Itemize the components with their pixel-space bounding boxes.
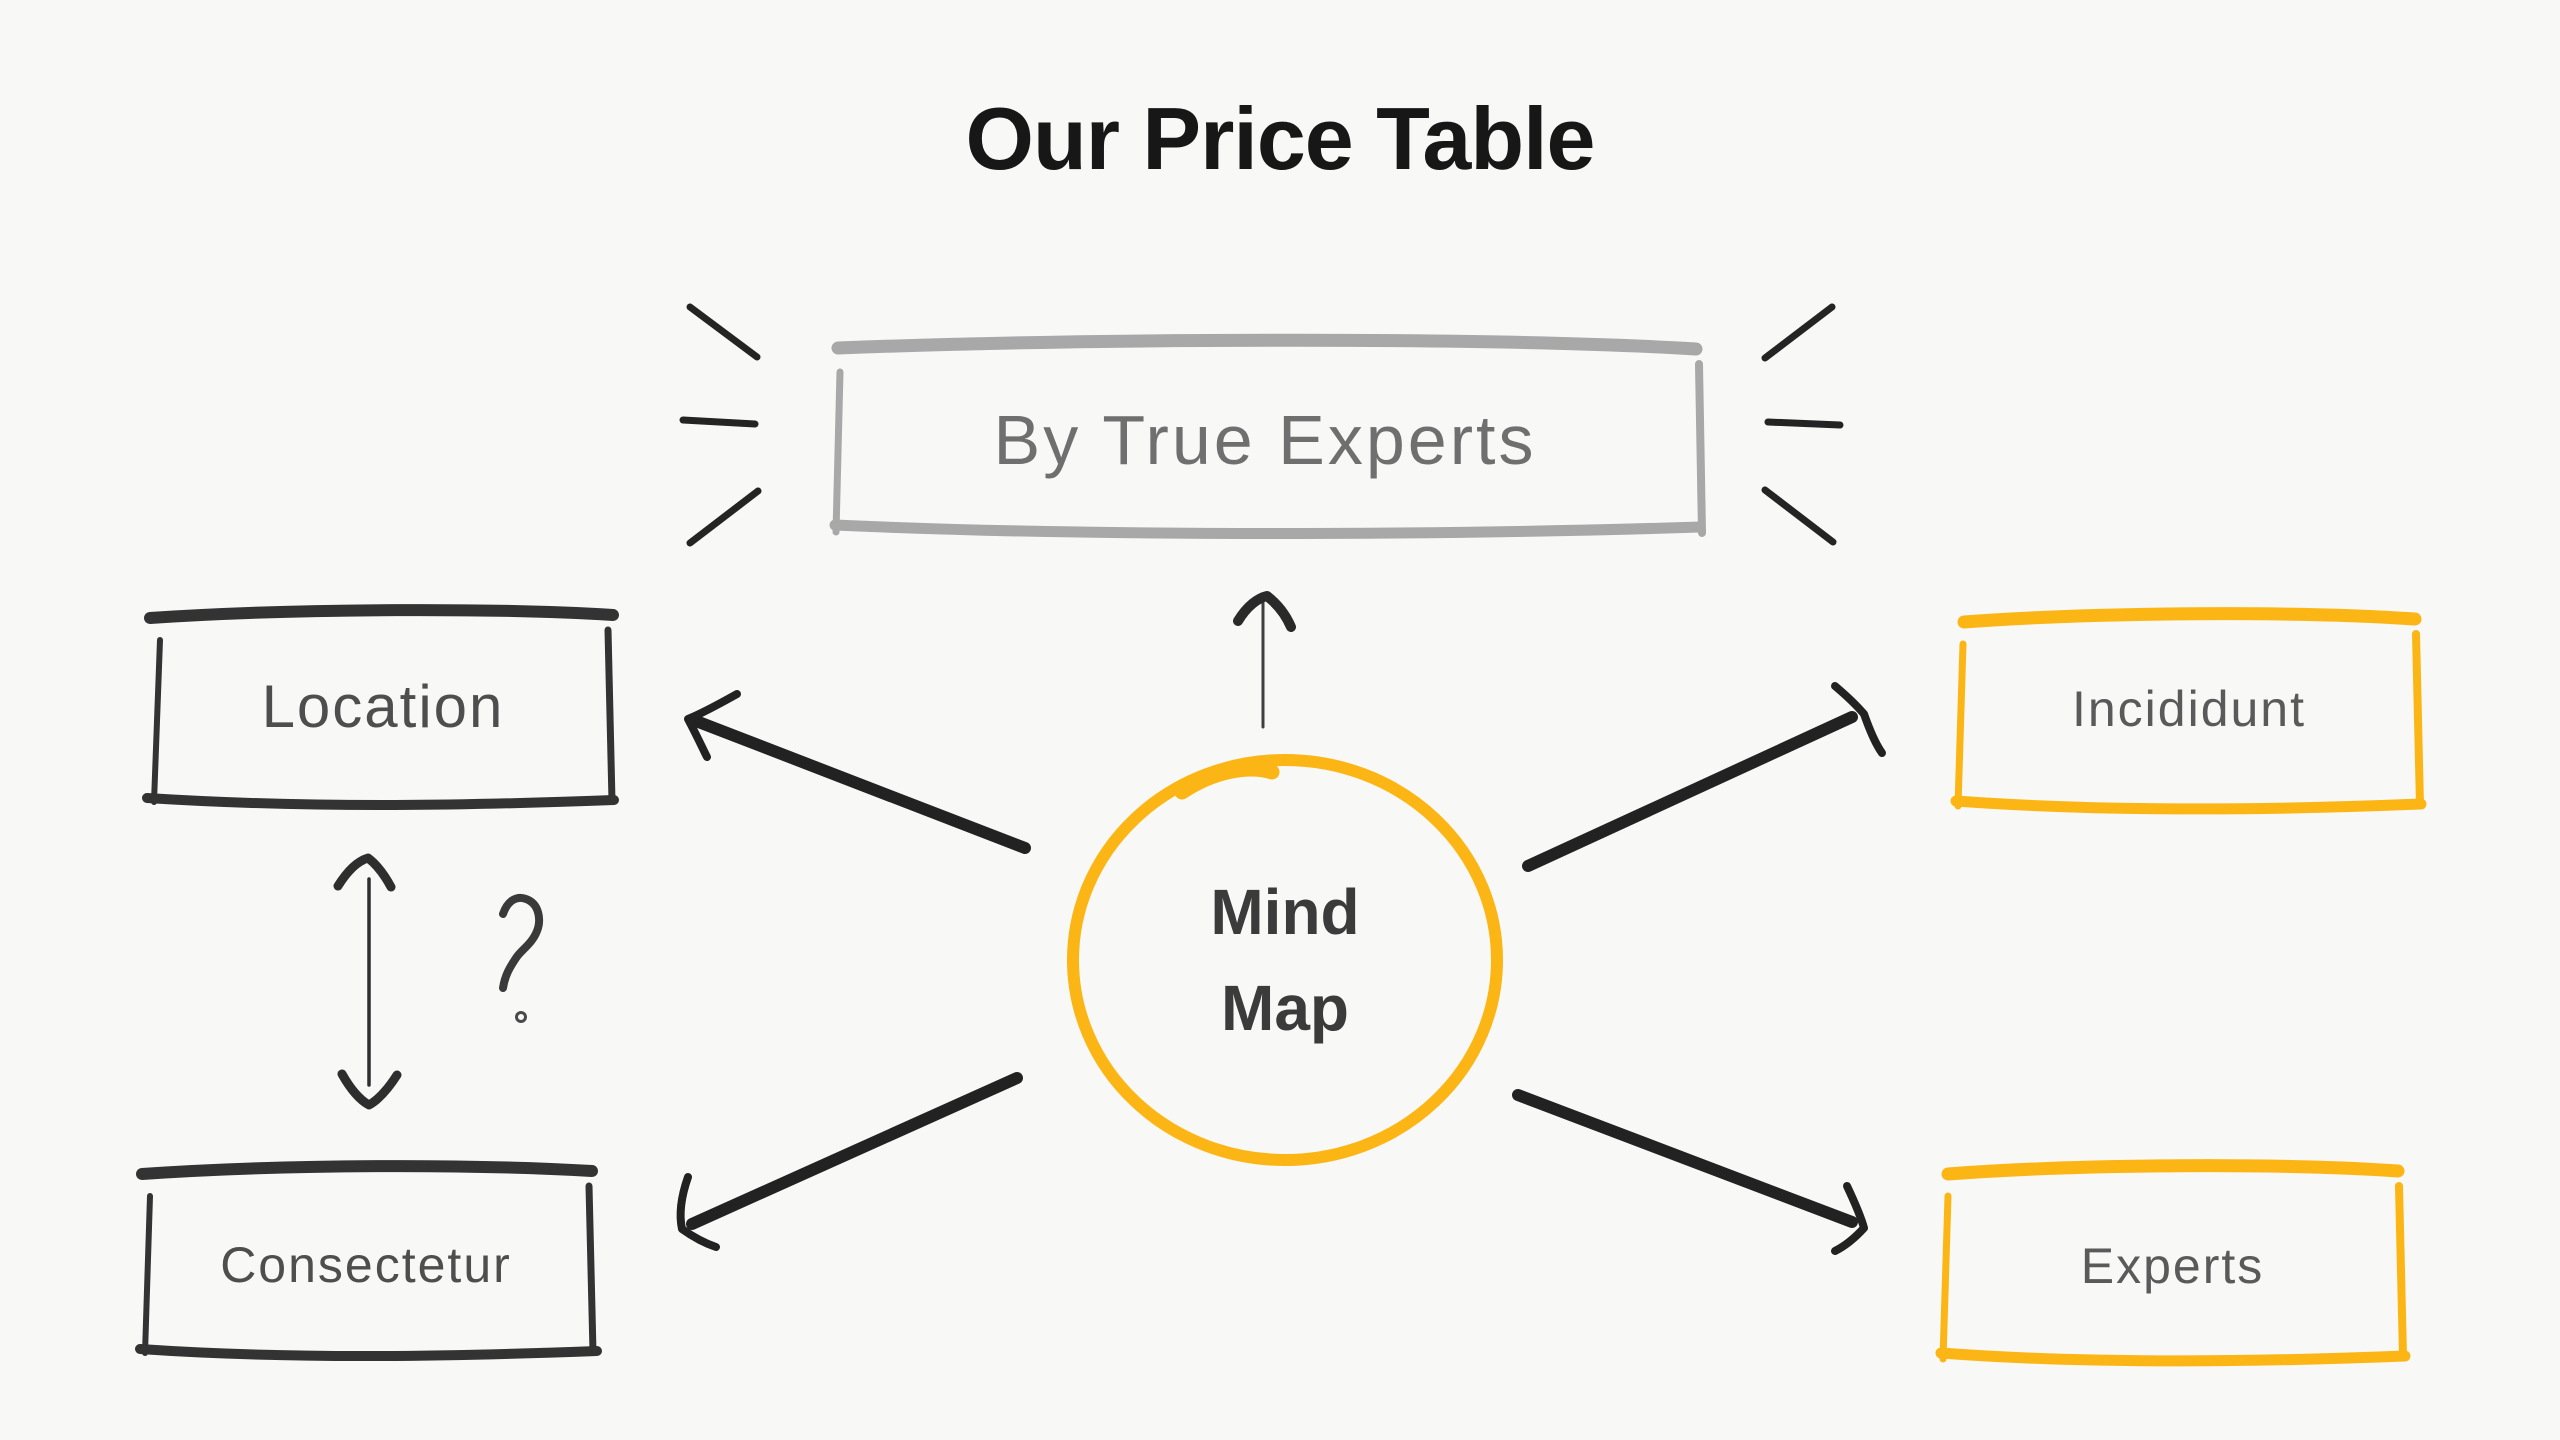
by-true-experts-box-border	[829, 333, 1706, 539]
arrow-center-to-experts	[1512, 1089, 1868, 1255]
consectetur-box-border	[135, 1160, 602, 1362]
node-by-true-experts-label: By True Experts	[993, 401, 1537, 479]
burst-left-icon	[679, 303, 762, 547]
mind-map-circle	[1067, 754, 1503, 1166]
node-consectetur-label: Consectetur	[220, 1237, 512, 1293]
question-mark-icon	[499, 893, 543, 1023]
node-experts: Experts	[1943, 1172, 2402, 1360]
arrow-center-to-location	[684, 690, 1031, 854]
arrow-center-to-consectetur	[676, 1072, 1023, 1251]
node-mind-map-label-line1: Mind	[1210, 876, 1360, 948]
page-title: Our Price Table	[965, 89, 1596, 188]
arrow-center-to-by-true-experts	[1233, 591, 1296, 729]
arrow-center-to-incididunt	[1522, 682, 1886, 872]
node-consectetur: Consectetur	[137, 1170, 595, 1360]
node-incididunt: Incididunt	[1958, 612, 2420, 805]
incididunt-box-border	[1950, 607, 2427, 815]
burst-right-icon	[1761, 303, 1844, 546]
location-box-border	[142, 604, 619, 811]
node-by-true-experts: By True Experts	[830, 345, 1700, 535]
node-mind-map-label-line2: Map	[1221, 972, 1349, 1044]
node-location: Location	[155, 610, 611, 802]
node-mind-map: Mind Map	[1075, 760, 1495, 1160]
double-arrow-location-consectetur	[333, 853, 402, 1110]
node-incididunt-label: Incididunt	[2071, 680, 2307, 737]
node-location-label: Location	[261, 672, 505, 740]
node-experts-label: Experts	[2080, 1238, 2265, 1294]
experts-box-border	[1935, 1159, 2411, 1367]
